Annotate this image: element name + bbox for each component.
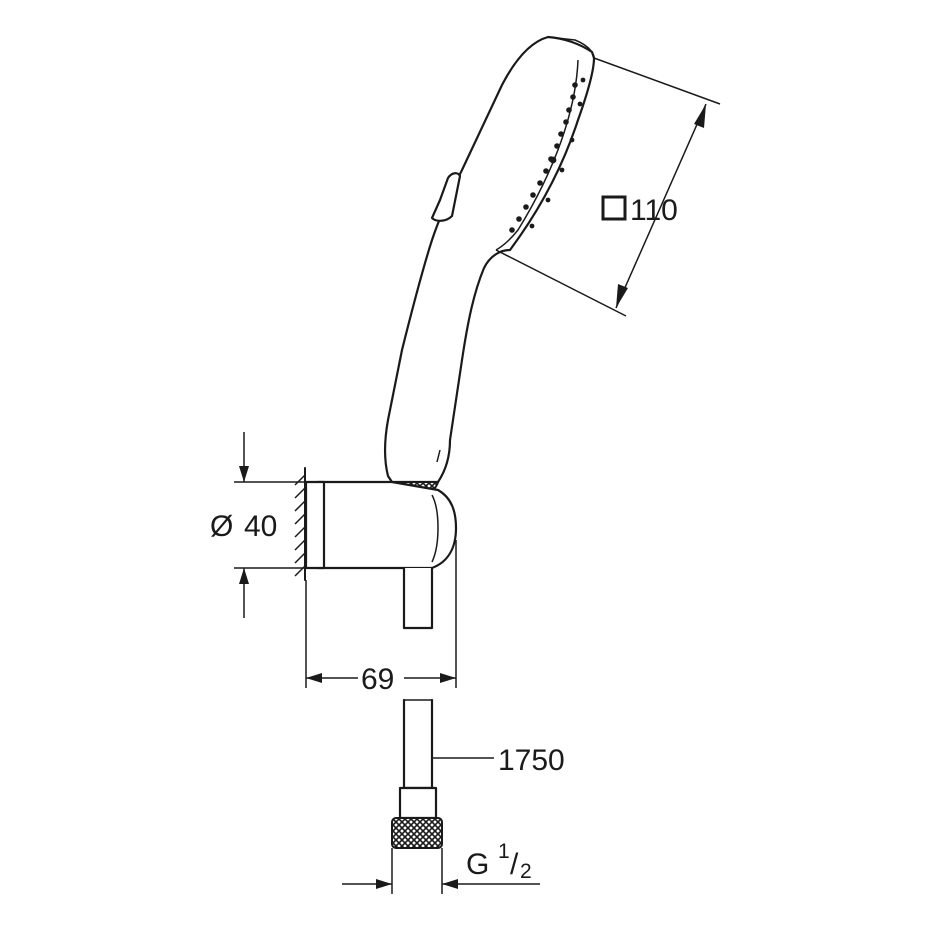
diameter-symbol: Ø — [210, 510, 233, 543]
hand-shower-body — [383, 35, 596, 484]
head-rim — [547, 36, 596, 63]
wall-hatch — [294, 474, 306, 577]
dim-40-value: 40 — [244, 510, 277, 543]
dimension-line-110 — [615, 103, 707, 309]
handle-end-line — [436, 449, 441, 463]
dimension-holder-diameter: Ø 40 — [210, 432, 320, 618]
hose-nut — [391, 817, 443, 849]
dimension-head-size: 110 — [495, 57, 721, 317]
hose-upper — [402, 566, 434, 630]
wall-holder — [294, 467, 458, 630]
dim-1750-value: 1750 — [498, 744, 565, 777]
square-symbol — [601, 195, 627, 221]
thread-numerator: 1 — [498, 840, 510, 863]
hose-lower — [402, 698, 434, 790]
spray-nozzles — [509, 77, 586, 233]
hose-section — [391, 698, 443, 849]
hose-ferrule — [398, 786, 438, 820]
dimension-holder-projection: 69 — [305, 540, 457, 696]
thread-slash: / — [510, 848, 519, 881]
holder-plate — [304, 480, 326, 570]
dimension-hose-length: 1750 — [432, 744, 565, 777]
thread-prefix: G — [466, 848, 489, 881]
dimension-thread: G 1 / 2 — [342, 840, 540, 894]
holder-inner-line — [431, 494, 439, 563]
thread-denominator: 2 — [520, 860, 532, 883]
spray-selector-button — [430, 172, 462, 222]
dim-69-value: 69 — [361, 663, 394, 696]
holder-body — [316, 480, 458, 570]
hand-shower — [383, 35, 596, 496]
dim-110-value: 110 — [630, 194, 678, 227]
